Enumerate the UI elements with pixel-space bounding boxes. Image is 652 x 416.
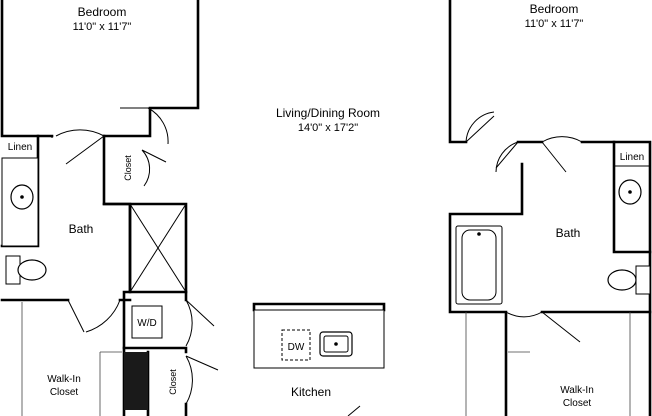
living-room-name: Living/Dining Room [276, 106, 380, 120]
kitchen-label: Kitchen [291, 385, 331, 399]
kitchen-counter [253, 309, 385, 369]
shaft [129, 203, 187, 293]
walkin-left-line1: Walk-In [47, 374, 81, 385]
bedroom-left-size: 11'0" x 11'7" [73, 21, 132, 33]
living-room-size: 14'0" x 17'2" [298, 122, 358, 134]
washer-dryer [131, 305, 163, 339]
linen-left-label: Linen [8, 142, 32, 153]
bedroom-right-size: 11'0" x 11'7" [525, 18, 584, 30]
bedroom-left-name: Bedroom [78, 5, 127, 19]
closet-lower-label: Closet [168, 369, 178, 395]
walkin-right-line2: Closet [563, 398, 592, 409]
room-labels: Bedroom 11'0" x 11'7" Bedroom 11'0" x 11… [8, 2, 644, 409]
bath-right-label: Bath [556, 226, 581, 240]
washer-dryer-label: W/D [137, 318, 156, 329]
walkin-left-line2: Closet [50, 387, 79, 398]
bedroom-right-name: Bedroom [530, 2, 579, 16]
toilet-icon [17, 259, 47, 281]
dishwasher-icon [281, 329, 311, 361]
walkin-right-line1: Walk-In [560, 385, 594, 396]
linen-right-label: Linen [620, 152, 644, 163]
closet-upper-label: Closet [123, 155, 133, 181]
toilet-icon [607, 269, 637, 291]
bathtub-icon [461, 229, 497, 301]
left-bath-fixtures [1, 157, 47, 285]
right-bath-fixtures [455, 165, 651, 305]
wall-column [124, 352, 148, 410]
dishwasher-label: DW [288, 342, 305, 353]
closet-shelves [21, 302, 631, 416]
bath-left-label: Bath [69, 222, 94, 236]
doors [51, 107, 583, 416]
